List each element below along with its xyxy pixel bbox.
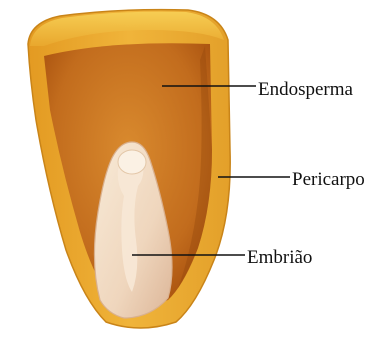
- embryo-tip: [118, 150, 146, 174]
- endosperma-label: Endosperma: [258, 80, 353, 99]
- embriao-label: Embrião: [247, 248, 312, 267]
- pericarpo-label: Pericarpo: [292, 170, 365, 189]
